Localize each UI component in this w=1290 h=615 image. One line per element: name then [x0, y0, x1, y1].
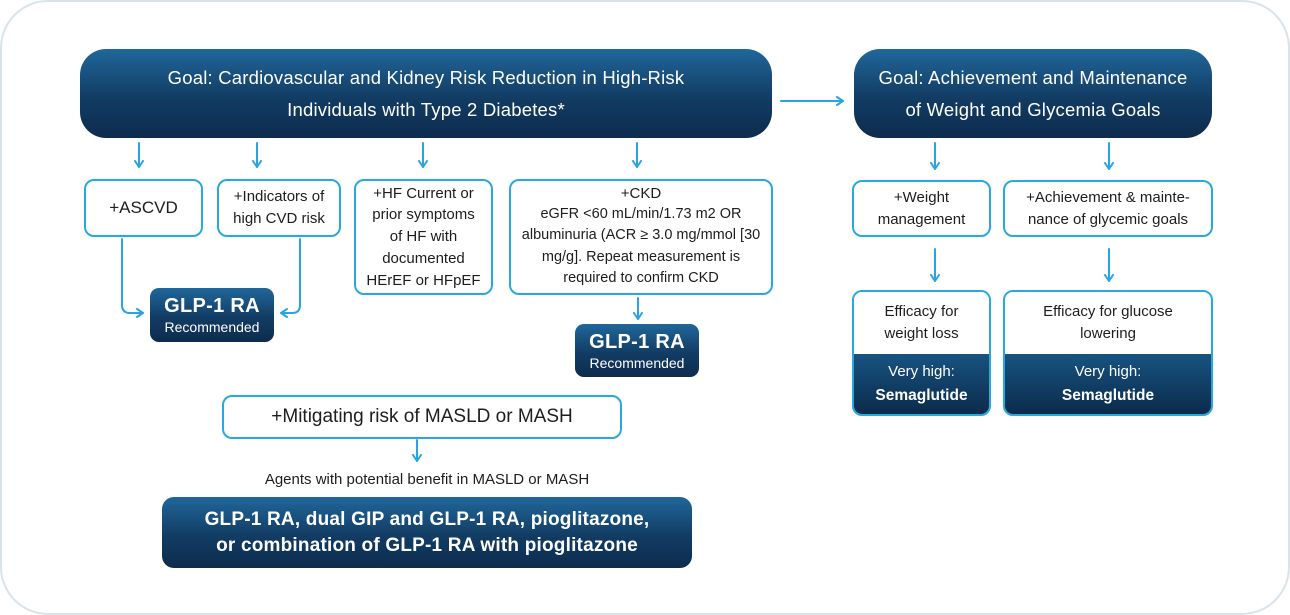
goal-cardio-kidney-line1: Goal: Cardiovascular and Kidney Risk Red…	[167, 66, 685, 88]
weight-efficacy-line2: weight loss	[884, 325, 959, 342]
glycemia-drug: Semaglutide	[1061, 386, 1155, 404]
recommendation-cv-drug: GLP-1 RA	[164, 295, 260, 317]
glycemia-efficacy-box: Efficacy for glucose lowering Very high:…	[1003, 290, 1213, 416]
criteria-cvd-risk-box: +Indicators of high CVD risk	[217, 179, 341, 237]
glycemia-efficacy-label: Efficacy for glucose lowering	[1005, 292, 1211, 354]
goal-cardio-kidney-box: Goal: Cardiovascular and Kidney Risk Red…	[80, 49, 772, 138]
weight-efficacy-box: Efficacy for weight loss Very high: Sema…	[852, 290, 991, 416]
weight-rating: Very high:	[888, 363, 955, 381]
recommendation-cv-box: GLP-1 RA Recommended	[150, 288, 274, 342]
glycemia-efficacy-line2: lowering	[1080, 325, 1136, 342]
goal-weight-glycemia-line1: Goal: Achievement and Maintenance	[878, 66, 1188, 88]
criteria-weight-line1: +Weight	[893, 188, 950, 206]
weight-drug: Semaglutide	[875, 386, 968, 404]
masld-agents-line1: GLP-1 RA, dual GIP and GLP-1 RA, pioglit…	[204, 508, 650, 530]
criteria-heart-failure-box: +HF Current or prior symptoms of HF with…	[354, 179, 493, 295]
arrow-ascvd-to-recommendation	[121, 238, 144, 318]
glycemia-rating: Very high:	[1074, 363, 1142, 381]
goal-weight-glycemia-box: Goal: Achievement and Maintenance of Wei…	[854, 49, 1212, 138]
masld-agents-line2: or combination of GLP-1 RA with pioglita…	[216, 534, 638, 556]
recommendation-cv-status: Recommended	[164, 319, 260, 335]
weight-rating-panel: Very high: Semaglutide	[854, 354, 989, 414]
weight-efficacy-line1: Efficacy for	[884, 303, 959, 321]
goal-cardio-kidney-line2: Individuals with Type 2 Diabetes*	[287, 98, 565, 120]
arrow-cvd-risk-to-recommendation	[280, 238, 301, 318]
criteria-glycemia-line2: nance of glycemic goals	[1027, 210, 1189, 228]
glycemia-rating-panel: Very high: Semaglutide	[1005, 354, 1211, 414]
masld-agents-caption: Agents with potential benefit in MASLD o…	[264, 471, 590, 488]
criteria-ckd-box: +CKD eGFR <60 mL/min/1.73 m2 OR albuminu…	[509, 179, 773, 295]
recommendation-ckd-status: Recommended	[589, 354, 685, 371]
masld-agents-box: GLP-1 RA, dual GIP and GLP-1 RA, pioglit…	[162, 497, 692, 568]
criteria-masld-box: +Mitigating risk of MASLD or MASH	[222, 395, 622, 439]
criteria-weight-line2: management	[877, 210, 966, 228]
ckd-title: +CKD	[620, 184, 662, 202]
criteria-weight-box: +Weight management	[852, 180, 991, 237]
recommendation-ckd-drug: GLP-1 RA	[589, 330, 685, 353]
glycemia-efficacy-line1: Efficacy for glucose	[1043, 303, 1173, 321]
criteria-ascvd-box: +ASCVD	[84, 179, 203, 237]
criteria-glycemia-box: +Achievement & mainte- nance of glycemic…	[1003, 180, 1213, 237]
goal-weight-glycemia-line2: of Weight and Glycemia Goals	[905, 98, 1161, 120]
weight-efficacy-label: Efficacy for weight loss	[854, 292, 989, 354]
ckd-detail: eGFR <60 mL/min/1.73 m2 OR albuminuria (…	[521, 205, 761, 286]
criteria-glycemia-line1: +Achievement & mainte-	[1026, 188, 1190, 206]
recommendation-ckd-box: GLP-1 RA Recommended	[575, 324, 699, 377]
